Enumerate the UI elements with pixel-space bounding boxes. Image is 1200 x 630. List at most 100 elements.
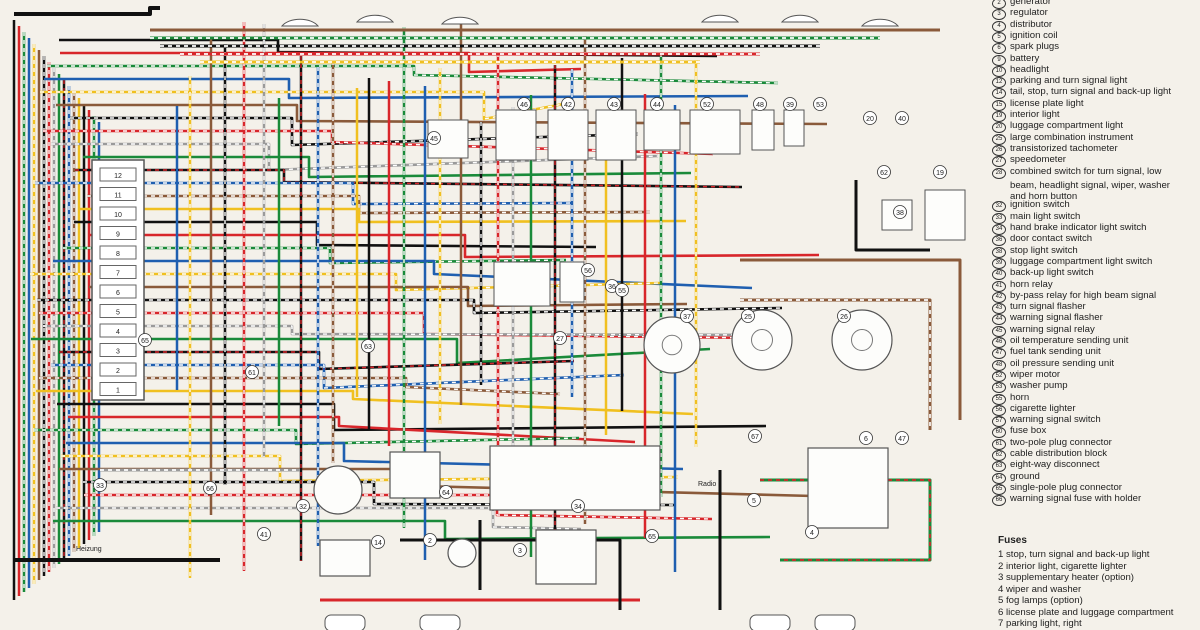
callout-circle bbox=[837, 309, 851, 323]
callout-label: 46 bbox=[520, 102, 528, 109]
callout-circle bbox=[203, 481, 217, 495]
callout-circle bbox=[680, 309, 694, 323]
relay-box bbox=[783, 109, 805, 147]
horn bbox=[559, 261, 585, 303]
relay-box bbox=[495, 109, 537, 161]
callout-label: 67 bbox=[751, 434, 759, 441]
callout-label: 36 bbox=[608, 284, 616, 291]
wire-stripe-white bbox=[35, 182, 574, 205]
wire-stripe-white bbox=[47, 65, 779, 84]
wire-black bbox=[854, 180, 930, 252]
fuse-item: 2 interior light, cigarette lighter bbox=[998, 560, 1127, 572]
legend-item-label: beam, headlight signal, wiper, washer bbox=[1010, 179, 1170, 191]
legend-item-label: fuse box bbox=[1010, 425, 1047, 437]
legend-item-number: 28 bbox=[992, 167, 1006, 179]
legend-item-number: 65 bbox=[992, 483, 1006, 495]
legend-item: and horn button bbox=[992, 188, 1077, 202]
callout-label: 56 bbox=[584, 268, 592, 275]
callout-circle bbox=[93, 478, 107, 492]
legend-item-label: combined switch for turn signal, low bbox=[1010, 165, 1162, 177]
fuse-slot-label: 8 bbox=[116, 251, 120, 258]
callout-label: 66 bbox=[206, 486, 214, 493]
legend-item-label: horn relay bbox=[1010, 278, 1053, 290]
main-light-switch bbox=[313, 465, 363, 515]
wire-black bbox=[400, 538, 622, 610]
legend-item-label: warning signal fuse with holder bbox=[1010, 493, 1142, 505]
callout-label: 47 bbox=[898, 436, 906, 443]
legend-item: 39 luggage compartment light switch bbox=[992, 255, 1153, 269]
legend-item-number: 60 bbox=[992, 427, 1006, 439]
legend-item-number: 44 bbox=[992, 314, 1006, 326]
legend-item-number: 19 bbox=[992, 111, 1006, 122]
wire-yellow bbox=[36, 389, 694, 416]
callout-circle bbox=[748, 429, 762, 443]
callout-circle bbox=[645, 529, 659, 543]
legend-item-label: luggage compartment light switch bbox=[1010, 255, 1153, 267]
legend-item-number: 56 bbox=[992, 404, 1006, 416]
callout-circle bbox=[427, 131, 441, 145]
wire-black bbox=[14, 6, 160, 16]
fuse-slot-label: 7 bbox=[116, 271, 120, 278]
fuse-slot-label: 1 bbox=[116, 388, 120, 395]
legend-item-number: 25 bbox=[992, 133, 1006, 145]
fuse-slot-label: 10 bbox=[114, 212, 122, 219]
legend-item-number: 4 bbox=[992, 20, 1006, 32]
headlight bbox=[780, 14, 820, 23]
callout-circle bbox=[561, 97, 575, 111]
legend-item-label: hand brake indicator light switch bbox=[1010, 222, 1147, 233]
gauge-inner bbox=[751, 329, 773, 351]
fuse-slot-label: 11 bbox=[114, 193, 121, 200]
legend-item-number: 34 bbox=[992, 224, 1006, 235]
legend-item-label: stop light switch bbox=[1010, 244, 1078, 256]
legend-item-number: 38 bbox=[992, 246, 1006, 258]
callout-circle bbox=[607, 97, 621, 111]
legend-item-label: wiper motor bbox=[1010, 368, 1061, 380]
callout-label: 4 bbox=[810, 530, 814, 537]
fuses-title: Fuses bbox=[998, 535, 1027, 546]
legend-item-number: 39 bbox=[992, 257, 1006, 269]
callout-circle bbox=[783, 97, 797, 111]
callout-label: 43 bbox=[610, 102, 618, 109]
legend-item-number: 32 bbox=[992, 201, 1006, 213]
legend-item-number: 2 bbox=[992, 0, 1006, 9]
legend-item-label: warning signal flasher bbox=[1010, 312, 1103, 324]
legend-item: 25 large combination instrument bbox=[992, 131, 1134, 145]
legend-item-number: 15 bbox=[992, 99, 1006, 111]
callout-circle bbox=[933, 165, 947, 179]
legend-item-label: single-pole plug connector bbox=[1010, 481, 1123, 493]
callout-label: 32 bbox=[299, 504, 307, 511]
legend-item-label: door contact switch bbox=[1010, 233, 1093, 245]
callout-label: 5 bbox=[752, 498, 756, 505]
legend-item-number: 10 bbox=[992, 65, 1006, 77]
legend-item-label: large combination instrument bbox=[1010, 131, 1134, 143]
legend-item: 44 warning signal flasher bbox=[992, 312, 1103, 326]
callout-label: 44 bbox=[653, 102, 661, 109]
fuse-slot-label: 12 bbox=[114, 173, 122, 180]
legend-item-number: 45 bbox=[992, 325, 1006, 337]
callout-circle bbox=[553, 331, 567, 345]
headlight bbox=[280, 18, 320, 27]
fuse-slot-label: 9 bbox=[116, 232, 120, 239]
callout-label: 27 bbox=[556, 336, 564, 343]
tail-light bbox=[814, 614, 856, 630]
legend-item: 34 hand brake indicator light switch bbox=[992, 222, 1147, 235]
wire-stripe-white bbox=[37, 299, 783, 314]
tail-light bbox=[324, 614, 366, 630]
wire-brown bbox=[740, 298, 932, 430]
wire-label-radio: Radio bbox=[698, 481, 716, 488]
legend-item-number: 27 bbox=[992, 156, 1006, 168]
fuse-slot bbox=[99, 187, 137, 201]
wire-stripe-white bbox=[51, 364, 625, 389]
callout-label: 33 bbox=[96, 483, 104, 490]
fuse-slot-label: 2 bbox=[116, 368, 120, 375]
wire-stripe-white bbox=[43, 325, 793, 336]
callout-label: 3 bbox=[518, 548, 522, 555]
fuse-slot-label: 3 bbox=[116, 349, 120, 356]
callout-circle bbox=[747, 493, 761, 507]
